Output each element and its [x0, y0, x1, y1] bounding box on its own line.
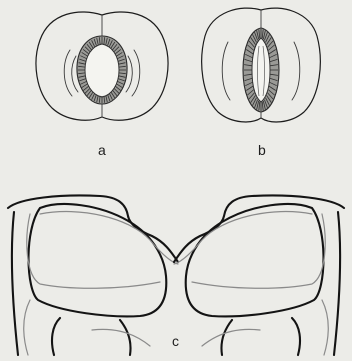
- panel-c-right-guard-cell: [174, 196, 344, 356]
- panel-c-left-epidermis: [8, 196, 178, 263]
- panel-c-cross-section: c: [8, 196, 344, 356]
- panel-c-left-inner-contour: [27, 212, 178, 289]
- panel-c-left-guard-cell: [8, 196, 178, 356]
- panel-b-striation-right: [292, 42, 300, 100]
- panel-a-pore: [85, 44, 119, 97]
- panel-c-right-guard-body: [186, 204, 324, 316]
- panel-c-right-lower-wall: [221, 318, 300, 355]
- panel-c-right-wall-outer: [334, 212, 340, 355]
- panel-c-left-guard-body: [29, 204, 167, 316]
- panel-a-stoma-open: a: [36, 12, 168, 158]
- panel-a-label: a: [98, 142, 106, 158]
- panel-b-stoma-closed: b: [202, 8, 321, 158]
- panel-c-right-epidermis: [174, 196, 344, 263]
- panel-b-label: b: [258, 142, 266, 158]
- panel-c-right-inner-contour: [174, 212, 325, 289]
- panel-c-left-wall-outer: [12, 212, 18, 355]
- panel-b-striation-left: [222, 42, 230, 100]
- panel-a-striation-right: [132, 50, 140, 96]
- panel-c-label: c: [172, 333, 179, 349]
- panel-a-striation-left: [64, 50, 72, 96]
- panel-b-pore: [252, 38, 270, 102]
- panel-c-left-lower-wall: [52, 318, 131, 355]
